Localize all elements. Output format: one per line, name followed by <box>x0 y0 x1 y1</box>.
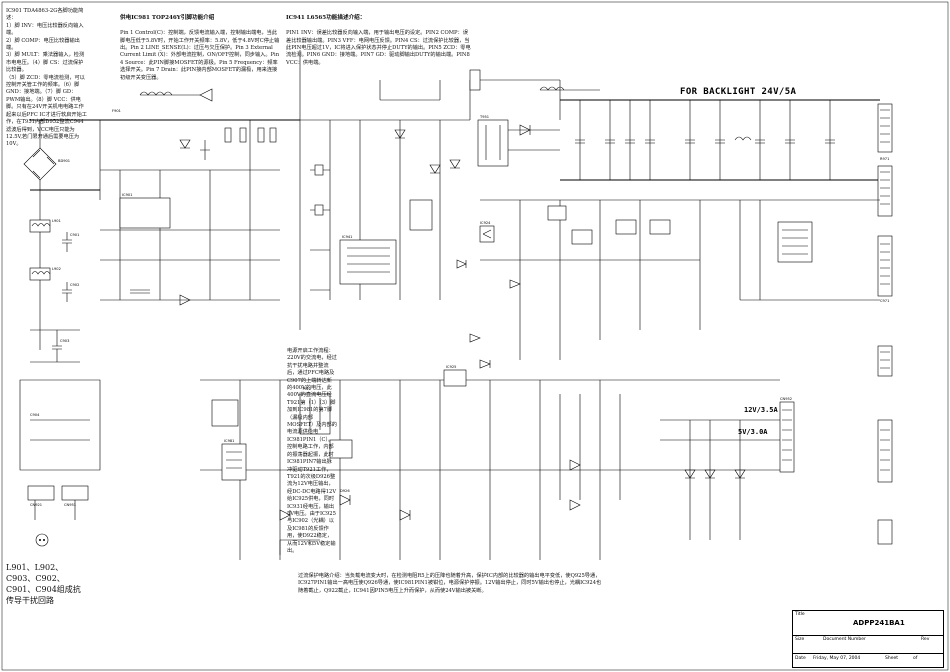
title-block-date: Friday, May 07, 2004 <box>813 656 861 661</box>
label-l901: L901 <box>52 219 61 223</box>
ic-control-note: 供电IC981 TOP246Y引脚功能介绍 Pin 1 Control(C)：控… <box>120 8 280 89</box>
emi-caps-note: L901、L902、C903、C902、C901、C904组成抗传导干扰回路 <box>6 563 81 605</box>
startup-note: 电源开启工作流程：220V的交流电，经过抗干扰电路并整流后，通过PFC电路及C9… <box>287 348 337 554</box>
title-block-sheet-label: Sheet <box>885 656 899 661</box>
label-t951: T951 <box>479 115 489 119</box>
label-c903: C903 <box>60 339 69 343</box>
label-cn901: CN921 <box>30 503 42 507</box>
backlight-output-label: FOR BACKLIGHT 24V/5A <box>680 87 797 97</box>
backlight-connector-lower <box>877 235 893 377</box>
title-block-date-label: Date <box>795 656 806 661</box>
ic941-note: IC941 L6565功能描述介绍： PIN1 INV：误差比较器反向输入端，用… <box>286 8 472 75</box>
label-cn902: CN951 <box>64 503 76 507</box>
ic-control-title: 供电IC981 TOP246Y引脚功能介绍 <box>120 15 215 22</box>
label-ic981: IC981 <box>224 439 234 443</box>
ic941-title: IC941 L6565功能描述介绍： <box>286 15 366 22</box>
label-c904: C904 <box>30 413 40 417</box>
title-block-doc-label: Document Number <box>823 637 866 642</box>
primary-switch-section <box>299 50 470 330</box>
label-c902: C902 <box>70 283 79 287</box>
title-block: Title ADPP241BA1 Size Document Number Re… <box>792 610 944 668</box>
standby-converter-section <box>200 333 790 560</box>
backlight-transformer <box>469 69 600 167</box>
title-block-rev-label: Rev <box>921 637 930 642</box>
input-filter-section <box>19 119 300 547</box>
ic-control-text: Pin 1 Control(C)：控制端，反馈电流输入端，控制输出端电，当此脚电… <box>120 30 280 81</box>
output-12v-label: 12V/3.5A <box>744 406 778 414</box>
label-cn951: R971 <box>880 157 889 161</box>
label-c901: C901 <box>70 233 79 237</box>
protection-section <box>456 199 880 360</box>
output-5v-label: 5V/3.0A <box>738 428 768 436</box>
label-d926: D926 <box>340 489 350 493</box>
ic901-note: IC901 TDA4863-2G各脚功能简述： 1）脚 INV：电压比较器反向输… <box>6 8 87 148</box>
label-bd901: BD901 <box>58 159 70 163</box>
title-block-title-label: Title <box>795 612 805 617</box>
label-ic924: IC924 <box>480 221 491 225</box>
label-cn921: CN952 <box>780 397 792 401</box>
label-ic941: IC941 <box>342 235 352 239</box>
label-ic925: IC925 <box>446 365 456 369</box>
title-block-model: ADPP241BA1 <box>853 619 905 627</box>
label-f901: F901 <box>112 109 121 113</box>
label-l902: L902 <box>52 267 61 271</box>
protection-note: 过流保护电路介绍：当负载电流变大时，在检测电阻R5上的压降也随着升高，保护IC内… <box>298 573 602 594</box>
label-ic901: IC901 <box>122 193 132 197</box>
backlight-connector-mid <box>877 165 893 217</box>
ic941-text: PIN1 INV：误差比较器反向输入端，用于输出电压的设定。PIN2 COMP：… <box>286 30 471 66</box>
backlight-connector-top <box>877 103 893 153</box>
standby-connector <box>779 401 893 545</box>
backlight-output-rail <box>560 99 880 181</box>
label-t921: T921 <box>301 387 311 391</box>
pfc-section <box>100 88 280 306</box>
title-block-sheet-of: of <box>913 656 918 661</box>
label-cn952: C971 <box>880 299 889 303</box>
title-block-size-label: Size <box>795 637 805 642</box>
component-labels: F901 BD901 L901 L902 C901 C902 C903 C904… <box>30 109 889 507</box>
